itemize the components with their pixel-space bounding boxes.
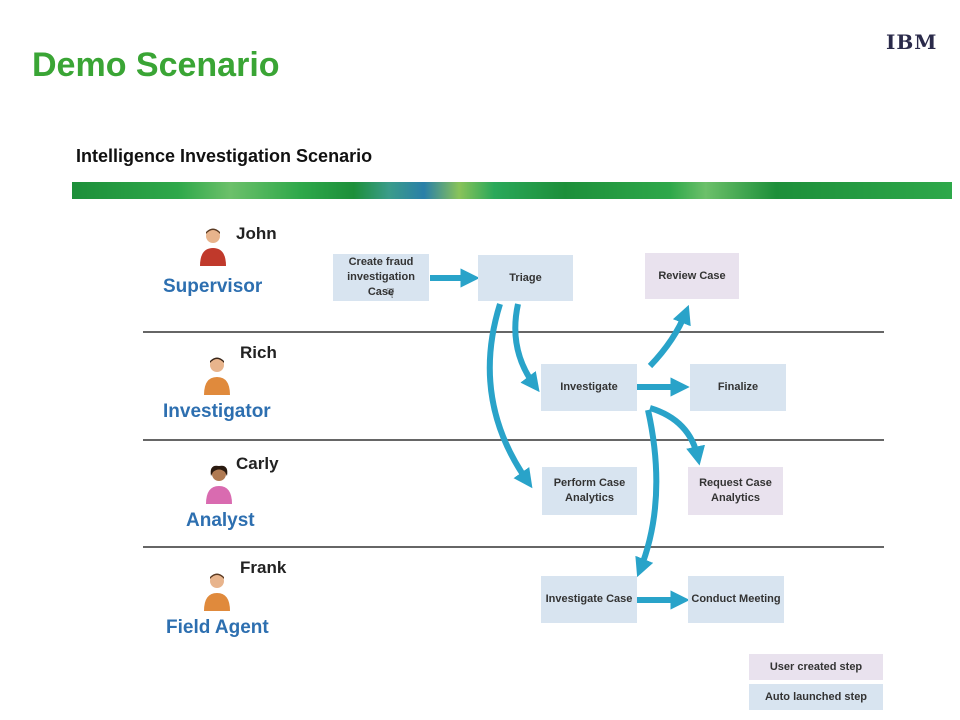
hand-cursor-icon: ☟ <box>386 285 395 301</box>
role-field-agent: Field Agent <box>166 617 269 638</box>
role-analyst: Analyst <box>186 510 255 531</box>
step-request-case-analytics: Request Case Analytics <box>688 467 783 515</box>
decorative-banner <box>72 182 952 199</box>
person-name-john: John <box>236 224 277 243</box>
lane-divider <box>143 546 884 548</box>
person-icon-analyst <box>206 465 232 504</box>
step-investigate-case: Investigate Case <box>541 576 637 623</box>
person-name-carly: Carly <box>236 454 279 473</box>
person-icon-supervisor <box>200 228 226 266</box>
person-name-frank: Frank <box>240 558 287 577</box>
ibm-logo-text: IBM <box>886 32 942 52</box>
slide-title: Demo Scenario <box>32 46 280 84</box>
step-review-case: Review Case <box>645 253 739 299</box>
legend-auto-launched-step: Auto launched step <box>749 684 883 710</box>
role-supervisor: Supervisor <box>163 276 263 297</box>
arrow-investigate-to-request-analytics <box>649 405 706 466</box>
step-create-fraud-case: Create fraud investigation Case <box>333 254 429 301</box>
person-name-rich: Rich <box>240 343 277 362</box>
legend-user-created-step: User created step <box>749 654 883 680</box>
arrow-triage-to-perform-analytics <box>486 303 533 489</box>
step-triage: Triage <box>478 255 573 301</box>
arrow-investigate-to-investigate-case <box>635 409 660 578</box>
person-icon-field-agent <box>204 573 230 611</box>
step-perform-case-analytics: Perform Case Analytics <box>542 467 637 515</box>
ibm-logo: IBM <box>886 32 942 52</box>
arrow-investigate-to-review <box>647 304 691 369</box>
person-icon-investigator <box>204 357 230 395</box>
lane-divider <box>143 439 884 441</box>
arrow-triage-to-investigate <box>512 303 540 393</box>
step-finalize: Finalize <box>690 364 786 411</box>
diagram-subtitle: Intelligence Investigation Scenario <box>76 146 373 166</box>
step-investigate: Investigate <box>541 364 637 411</box>
step-conduct-meeting: Conduct Meeting <box>688 576 784 623</box>
role-investigator: Investigator <box>163 401 271 422</box>
